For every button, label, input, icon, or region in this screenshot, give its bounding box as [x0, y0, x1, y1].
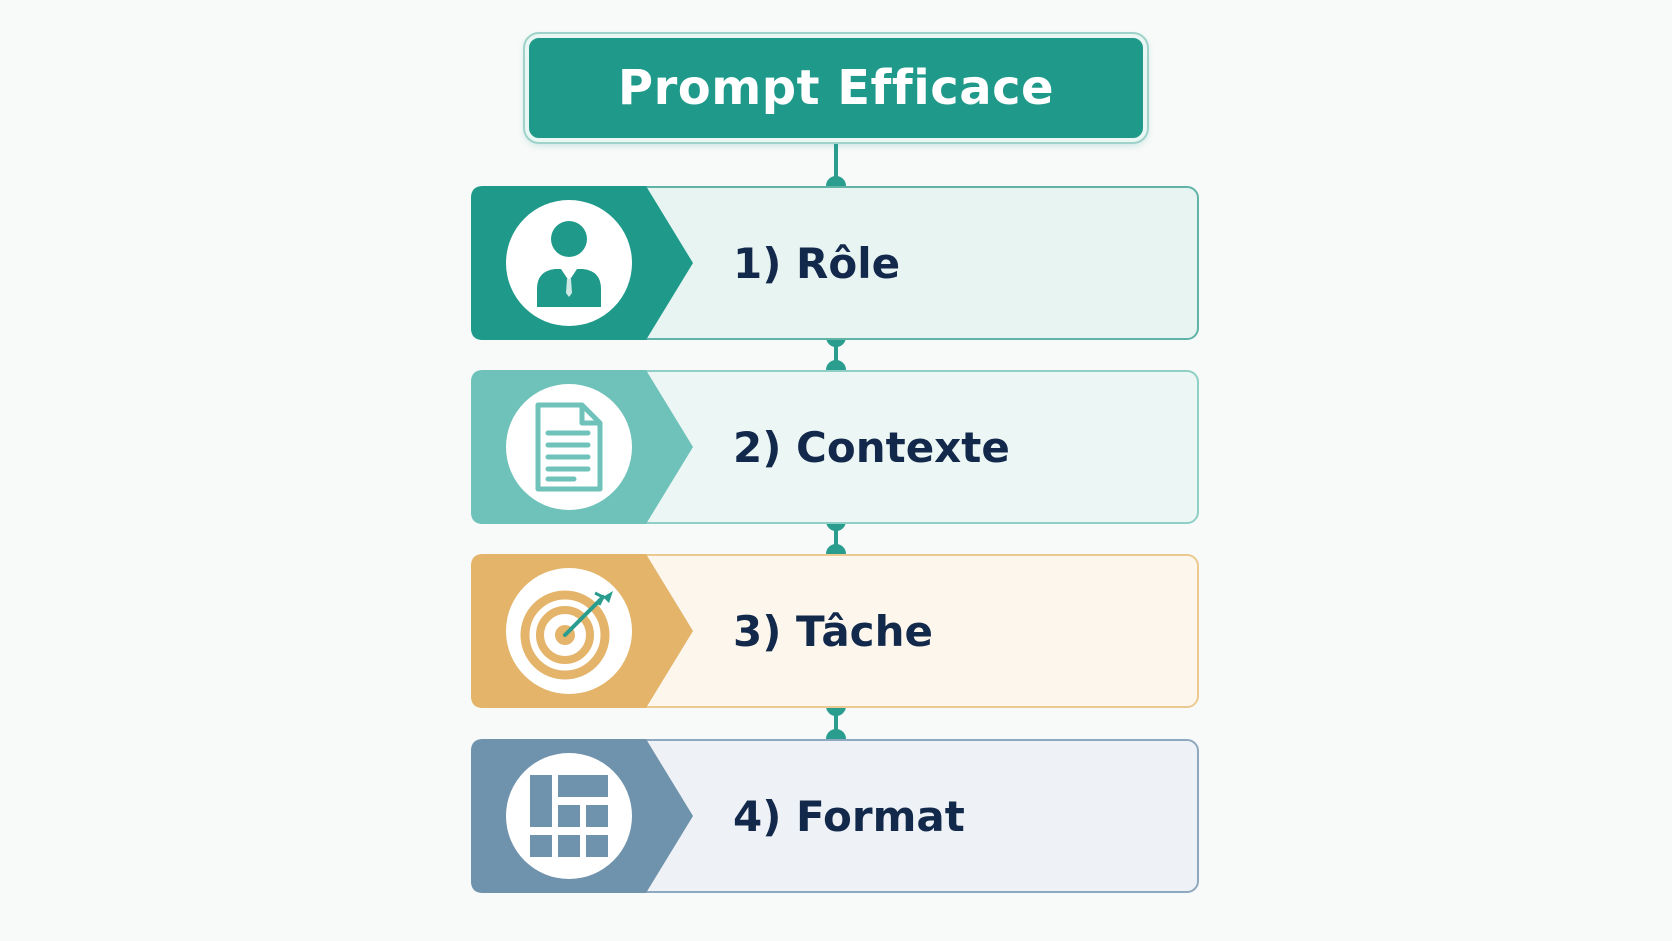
title-box: Prompt Efficace — [523, 32, 1149, 144]
target-icon — [506, 568, 632, 694]
step-role: 1) Rôle — [471, 186, 1199, 340]
step-tab — [471, 370, 693, 524]
step-label: 1) Rôle — [733, 238, 901, 288]
step-format: 4) Format — [471, 739, 1199, 893]
step-tab — [471, 186, 693, 340]
step-tab — [471, 554, 693, 708]
person-icon — [506, 200, 632, 326]
document-icon — [506, 384, 632, 510]
step-contexte: 2) Contexte — [471, 370, 1199, 524]
diagram-title: Prompt Efficace — [617, 60, 1055, 116]
step-label: 3) Tâche — [733, 606, 933, 656]
step-label: 4) Format — [733, 791, 965, 841]
step-label: 2) Contexte — [733, 422, 1010, 472]
grid-layout-icon — [506, 753, 632, 879]
step-tache: 3) Tâche — [471, 554, 1199, 708]
step-tab — [471, 739, 693, 893]
